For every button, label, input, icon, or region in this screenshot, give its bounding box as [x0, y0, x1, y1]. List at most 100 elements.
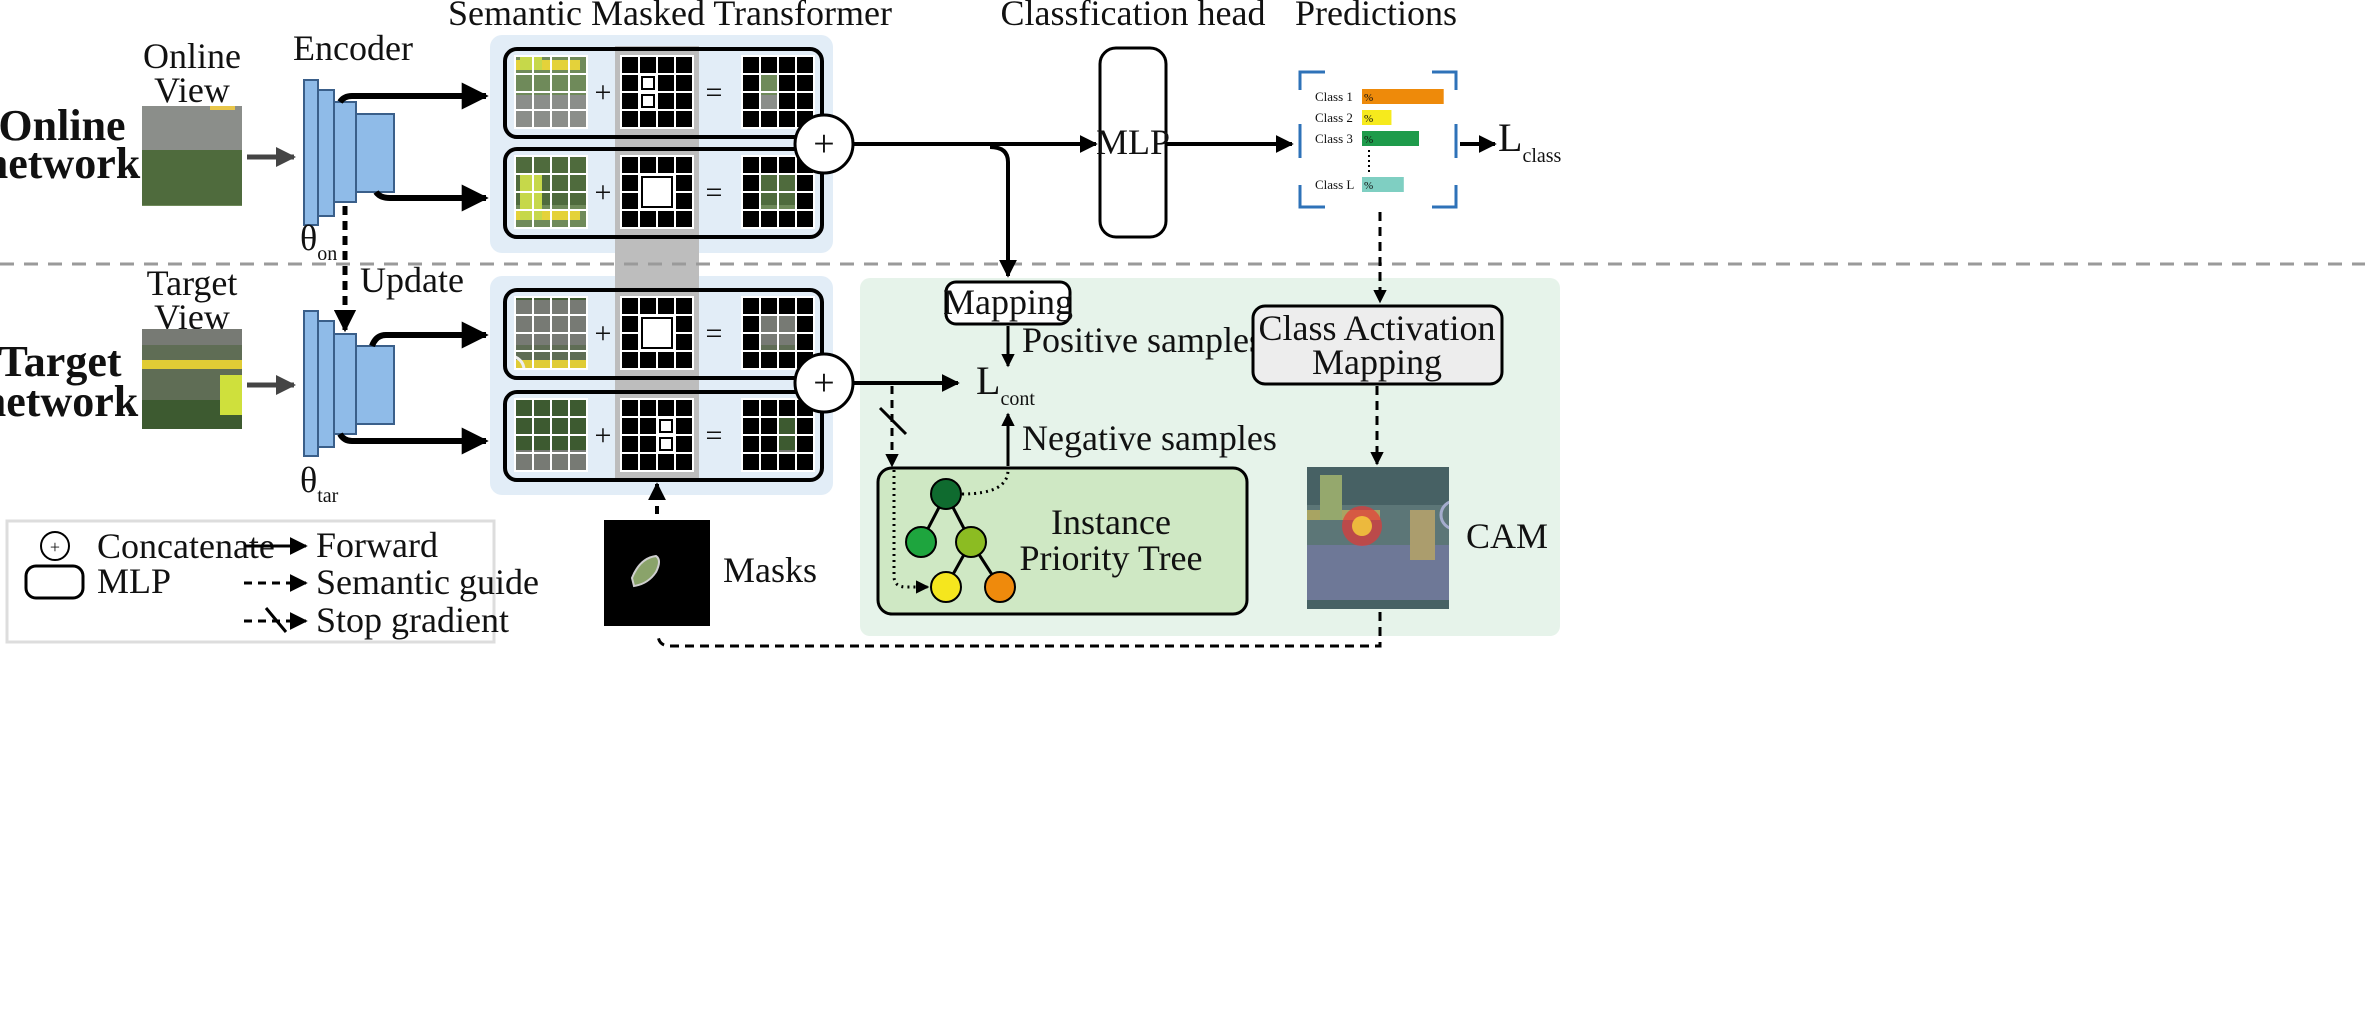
update-label: Update [360, 260, 464, 300]
smt-row-target-2 [503, 390, 824, 482]
patch-grid-result-online-2 [741, 155, 815, 229]
patch-grid-result-target-2 [741, 398, 815, 472]
patch-grid-mask-target-2 [620, 398, 694, 472]
tree-label-2: Priority Tree [1019, 538, 1202, 578]
stop-gradient-mark [878, 406, 908, 436]
smt-row-online-1 [503, 47, 824, 139]
plus-sign-target-1: + [595, 317, 612, 350]
loss-cont: Lcont [976, 358, 1035, 410]
prediction-row: Class L% [1315, 177, 1404, 192]
tree-node [984, 571, 1016, 603]
prediction-bar [1362, 131, 1419, 146]
tree-label-1: Instance [1051, 502, 1171, 542]
tree-root-dotted-link [961, 469, 1010, 496]
online-to-mapping-arrow [989, 145, 1017, 278]
mapping-box [944, 280, 1072, 326]
target-encoder-to-smt-arrow-bottom [337, 427, 489, 455]
online-view-image [142, 106, 242, 206]
prediction-class-label: Class L [1315, 177, 1354, 192]
online-network-label-1: Online [0, 101, 126, 150]
legend-concat-symbol: + [50, 537, 60, 557]
legend-stop-gradient-label: Stop gradient [316, 600, 509, 640]
online-view-label-1: Online [143, 36, 241, 76]
concat-target-symbol: + [813, 362, 834, 404]
prediction-bar [1362, 177, 1404, 192]
predictions-header: Predictions [1295, 0, 1457, 33]
mask-shape [630, 554, 660, 588]
plus-sign-target-2: + [595, 419, 612, 452]
prediction-bar [1362, 110, 1392, 125]
positive-samples-label: Positive samples [1022, 320, 1263, 360]
prediction-value-label: % [1364, 113, 1373, 125]
patch-grid-image-target-2 [514, 398, 588, 472]
theta-target: θtar [300, 460, 339, 507]
cam-to-masks-feedback [656, 612, 1382, 648]
target-network-label-1: Target [0, 337, 122, 386]
loss-class: Lclass [1498, 115, 1562, 167]
tree-node [930, 571, 962, 603]
negative-samples-label: Negative samples [1022, 418, 1277, 458]
online-encoder-to-smt-arrow-top [337, 82, 489, 110]
cam-image [1307, 467, 1449, 609]
online-network-label-2: network [0, 139, 141, 188]
smt-row-target-1 [503, 288, 824, 380]
target-encoder [303, 310, 395, 457]
plus-sign-online-2: + [595, 176, 612, 209]
patch-grid-image-target-1 [514, 296, 588, 370]
target-encoder-to-smt-arrow-top [369, 321, 489, 349]
equals-sign-target-1: = [706, 317, 723, 350]
patch-grid-image-online-2 [514, 155, 588, 229]
online-encoder [303, 79, 395, 226]
prediction-value-label: % [1364, 92, 1373, 104]
prediction-value-label: % [1364, 134, 1373, 146]
patch-grid-mask-target-1 [620, 296, 694, 370]
patch-grid-image-online-1 [514, 55, 588, 129]
mapping-label: Mapping [943, 282, 1073, 322]
priority-tree-box [876, 466, 1249, 616]
predictions-bracket [1298, 70, 1458, 209]
tree-node [905, 526, 937, 558]
masks-label: Masks [723, 550, 817, 590]
cam-box-label-1: Class Activation [1259, 308, 1496, 348]
legend-semantic-guide-label: Semantic guide [316, 562, 539, 602]
cam-box [1251, 304, 1504, 386]
patch-grid-mask-online-1 [620, 55, 694, 129]
prediction-class-label: Class 2 [1315, 110, 1353, 125]
target-view-label-1: Target [147, 263, 238, 303]
classification-head-header: Classfication head [1001, 0, 1266, 33]
target-network-label-2: network [0, 377, 139, 426]
plus-sign-online-1: + [595, 76, 612, 109]
prediction-bar [1362, 89, 1444, 104]
legend-mlp-label: MLP [97, 561, 171, 601]
prediction-class-label: Class 3 [1315, 131, 1353, 146]
cam-box-label-2: Mapping [1312, 342, 1442, 382]
theta-online: θon [300, 218, 337, 265]
tree-insert-dotted-link [892, 470, 930, 594]
legend-mlp-icon [24, 564, 85, 600]
legend-stop-gradient-mark [264, 607, 288, 633]
prediction-value-label: % [1364, 180, 1373, 192]
tree-node [955, 526, 987, 558]
smt-row-online-2 [503, 147, 824, 239]
prediction-row: Class 2% [1315, 110, 1392, 125]
equals-sign-online-1: = [706, 76, 723, 109]
online-view-label-2: View [154, 70, 230, 110]
online-encoder-to-smt-arrow-bottom [373, 184, 489, 212]
tree-node [930, 478, 962, 510]
masks-image [604, 520, 710, 626]
legend-concat-icon [40, 531, 70, 561]
prediction-class-label: Class 1 [1315, 89, 1353, 104]
legend-forward-label: Forward [316, 525, 438, 565]
patch-grid-result-target-1 [741, 296, 815, 370]
encoder-header: Encoder [293, 28, 413, 68]
equals-sign-online-2: = [706, 176, 723, 209]
mlp-label: MLP [1096, 122, 1170, 162]
prediction-row: Class 1% [1315, 89, 1444, 104]
equals-sign-target-2: = [706, 419, 723, 452]
target-view-image [142, 329, 242, 429]
patch-grid-mask-online-2 [620, 155, 694, 229]
smt-title: Semantic Masked Transformer [448, 0, 892, 33]
concat-online-symbol: + [813, 123, 834, 165]
prediction-row: Class 3% [1315, 131, 1419, 146]
cam-label: CAM [1466, 516, 1548, 556]
